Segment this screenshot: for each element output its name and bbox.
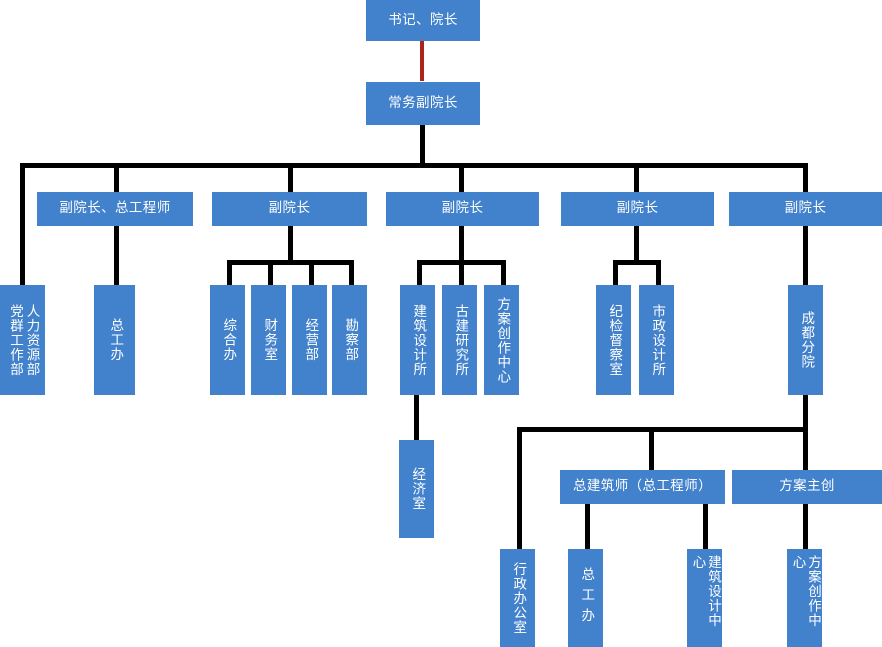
connector-root-to-exec-vp (420, 41, 424, 81)
connector-vp2-child1-drop (227, 260, 232, 285)
connector-vp3-stem (459, 225, 464, 264)
node-survey-dept[interactable]: 勘察部 (332, 285, 367, 395)
connector-chengdu-to-chief-architect (649, 427, 654, 470)
connector-bus-to-vp5 (803, 163, 808, 192)
connector-vp-bus (20, 163, 808, 168)
node-vp-chief-engineer[interactable]: 副院长、总工程师 (37, 192, 193, 226)
connector-chengdu-children-bus (517, 427, 808, 432)
connector-arch-institute-to-economics (414, 394, 419, 441)
connector-chengdu-branch-stem (803, 394, 808, 431)
connector-bus-to-vp3 (459, 163, 464, 192)
node-operations-dept[interactable]: 经营部 (292, 285, 327, 395)
node-vice-president-2[interactable]: 副院长 (212, 192, 367, 226)
node-chief-architect[interactable]: 总建筑师（总工程师） (560, 470, 725, 504)
connector-vp4-child2-drop (656, 260, 661, 285)
connector-vp2-child3-drop (309, 260, 314, 285)
node-vice-president-5[interactable]: 副院长 (729, 192, 882, 226)
connector-chengdu-to-admin-office (517, 427, 522, 549)
connector-vp4-child1-drop (613, 260, 618, 285)
node-general-office[interactable]: 综合办 (210, 285, 245, 395)
node-exec-vice-president[interactable]: 常务副院长 (366, 82, 480, 125)
node-cd-arch-design-center[interactable]: 建筑设计中心 (687, 549, 722, 647)
connector-exec-vp-stem (420, 124, 425, 165)
node-discipline-inspection-office[interactable]: 纪检督察室 (596, 285, 631, 395)
connector-vp1-to-chief-eng-office (114, 225, 119, 285)
connector-vp4-children-bus (613, 260, 661, 265)
connector-bus-to-vp4 (634, 163, 639, 192)
connector-vp2-child2-drop (268, 260, 273, 285)
node-economics-office[interactable]: 经济室 (399, 440, 434, 538)
node-chengdu-branch[interactable]: 成都分院 (788, 285, 823, 395)
node-chief-engineer-office[interactable]: 总工办 (94, 285, 135, 395)
node-ancient-arch-institute[interactable]: 古建研究所 (442, 285, 477, 395)
node-cd-chief-engineer-office[interactable]: 总工办 (568, 549, 603, 647)
node-municipal-design-institute[interactable]: 市政设计所 (639, 285, 674, 395)
node-hr-dept-label: 人力资源部 (23, 303, 40, 377)
connector-bus-to-vp1 (114, 163, 119, 192)
node-finance-office[interactable]: 财务室 (251, 285, 286, 395)
connector-scheme-lead-to-cd-scheme-center (803, 504, 808, 549)
node-cd-scheme-creation-center[interactable]: 方案创作中心 (787, 549, 822, 647)
connector-bus-to-vp2 (288, 163, 293, 192)
node-hr-and-party-dept[interactable]: 人力资源部 党群工作部 (0, 285, 45, 395)
connector-vp2-child4-drop (349, 260, 354, 285)
connector-vp4-stem (634, 225, 639, 264)
connector-chengdu-to-scheme-lead (803, 427, 808, 470)
connector-chief-architect-to-cd-arch-center (703, 504, 708, 549)
node-party-dept-label: 党群工作部 (7, 303, 23, 377)
connector-vp3-child1-drop (417, 260, 422, 285)
connector-vp3-child2-drop (459, 260, 464, 285)
node-arch-design-institute[interactable]: 建筑设计所 (400, 285, 435, 395)
connector-vp2-children-bus (227, 260, 354, 265)
connector-vp2-stem (288, 225, 293, 264)
node-scheme-creation-center[interactable]: 方案创作中心 (484, 285, 519, 395)
node-vice-president-3[interactable]: 副院长 (386, 192, 539, 226)
node-vice-president-4[interactable]: 副院长 (561, 192, 714, 226)
connector-bus-to-hr-party (20, 163, 25, 285)
node-admin-office[interactable]: 行政办公室 (500, 549, 535, 647)
connector-chief-architect-to-cd-chief-eng (585, 504, 590, 549)
node-root[interactable]: 书记、院长 (366, 0, 480, 41)
connector-vp5-to-chengdu-branch (803, 225, 808, 285)
node-scheme-lead[interactable]: 方案主创 (732, 470, 882, 504)
connector-vp3-child3-drop (501, 260, 506, 285)
